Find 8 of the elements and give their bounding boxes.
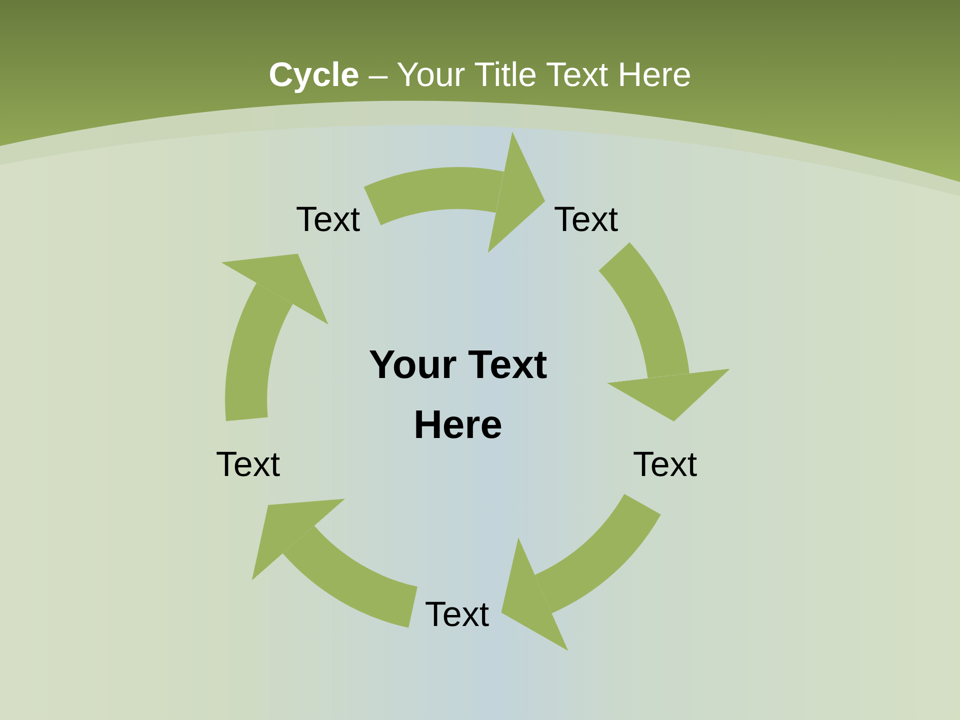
center-text: Your Text Here: [368, 342, 548, 449]
title: Cycle – Your Title Text Here: [268, 55, 692, 96]
step-label: Text: [424, 595, 490, 635]
step-label: Text: [216, 445, 280, 485]
step-label: Text: [554, 200, 618, 240]
step-label: Text: [296, 200, 360, 240]
step-label: Text: [632, 445, 698, 485]
curved-arrow: [598, 243, 730, 424]
